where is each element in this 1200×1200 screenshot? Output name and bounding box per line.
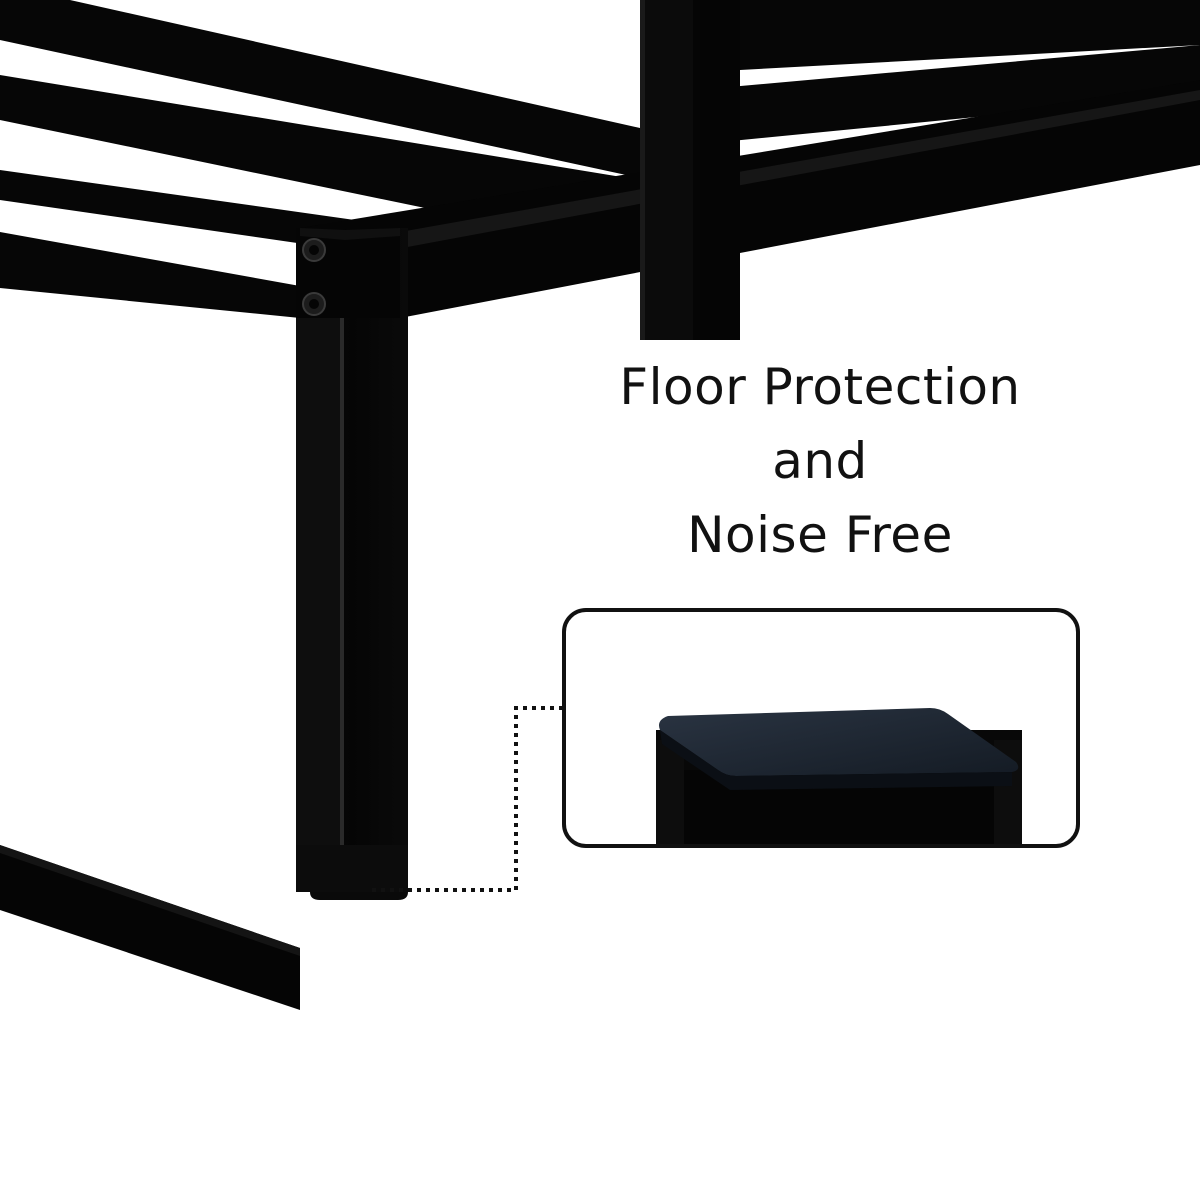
slat-1 xyxy=(0,0,640,178)
callout-connector xyxy=(372,706,566,892)
bottom-rail xyxy=(0,845,408,1010)
side-rail xyxy=(300,80,1200,318)
back-leg xyxy=(640,0,740,340)
slat-2 xyxy=(0,75,640,236)
caption-line-2: and xyxy=(772,432,868,490)
bed-slats xyxy=(0,0,1200,318)
floor-protection-pad xyxy=(659,708,1019,776)
caption-line-3: Noise Free xyxy=(687,506,953,564)
slat-5 xyxy=(740,0,1200,70)
bolts xyxy=(302,238,326,316)
front-leg xyxy=(296,228,408,900)
caption-line-1: Floor Protection xyxy=(619,358,1021,416)
slat-6 xyxy=(640,45,1200,150)
slat-4 xyxy=(0,232,300,318)
inset-detail-box xyxy=(562,608,1080,848)
